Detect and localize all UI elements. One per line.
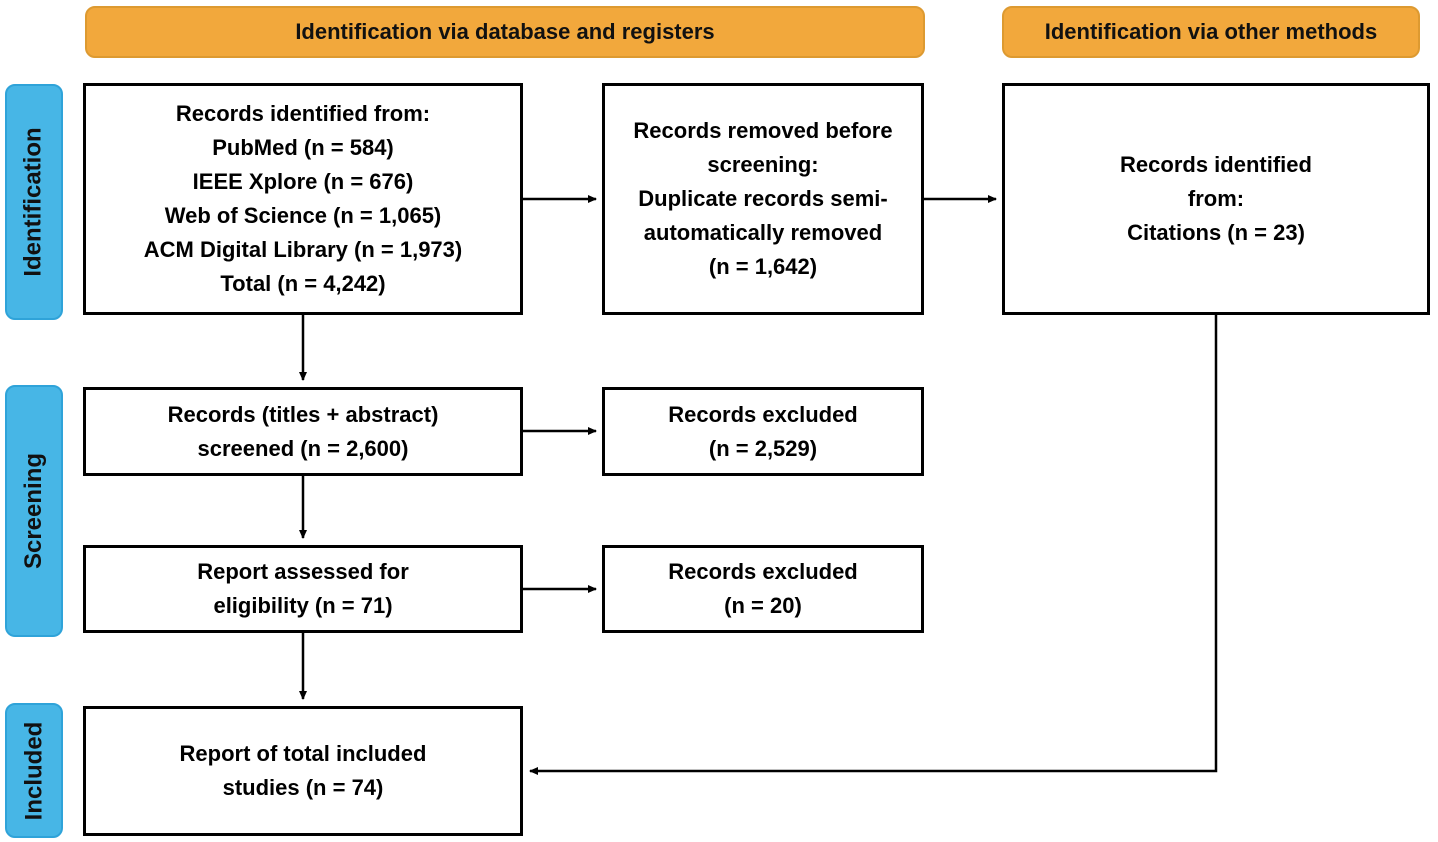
box-records-identified-databases: Records identified from: PubMed (n = 584… [83,83,523,315]
arrow-citations-to-included [529,315,1218,775]
box-records-identified-citations: Records identified from: Citations (n = … [1002,83,1430,315]
box-records-excluded-screening-text: Records excluded (n = 2,529) [668,401,858,461]
stage-label-screening: Screening [5,385,63,637]
box-records-screened: Records (titles + abstract) screened (n … [83,387,523,476]
box-report-assessed-eligibility: Report assessed for eligibility (n = 71) [83,545,523,633]
box-records-removed-before-screening: Records removed before screening: Duplic… [602,83,924,315]
box-records-excluded-eligibility: Records excluded (n = 20) [602,545,924,633]
box-records-excluded-screening: Records excluded (n = 2,529) [602,387,924,476]
box-report-total-included-text: Report of total included studies (n = 74… [179,741,427,800]
stage-label-screening-text: Screening [20,452,48,570]
box-records-excluded-eligibility-text: Records excluded (n = 20) [668,559,858,618]
box-records-screened-text: Records (titles + abstract) screened (n … [167,401,439,461]
banner-identification-other-methods: Identification via other methods [1002,6,1420,58]
box-records-identified-databases-text: Records identified from: PubMed (n = 584… [143,101,463,296]
banner-identification-database-registers-label: Identification via database and register… [295,19,715,44]
box-records-identified-citations-text: Records identified from: Citations (n = … [1120,152,1312,245]
stage-label-included-text: Included [20,721,48,820]
stage-label-identification: Identification [5,84,63,320]
stage-label-included: Included [5,703,63,838]
banner-identification-database-registers: Identification via database and register… [85,6,925,58]
box-records-removed-before-screening-text: Records removed before screening: Duplic… [633,118,893,279]
banner-identification-other-methods-label: Identification via other methods [1044,19,1378,44]
box-report-total-included: Report of total included studies (n = 74… [83,706,523,836]
box-report-assessed-eligibility-text: Report assessed for eligibility (n = 71) [197,559,409,618]
stage-label-identification-text: Identification [20,127,47,277]
